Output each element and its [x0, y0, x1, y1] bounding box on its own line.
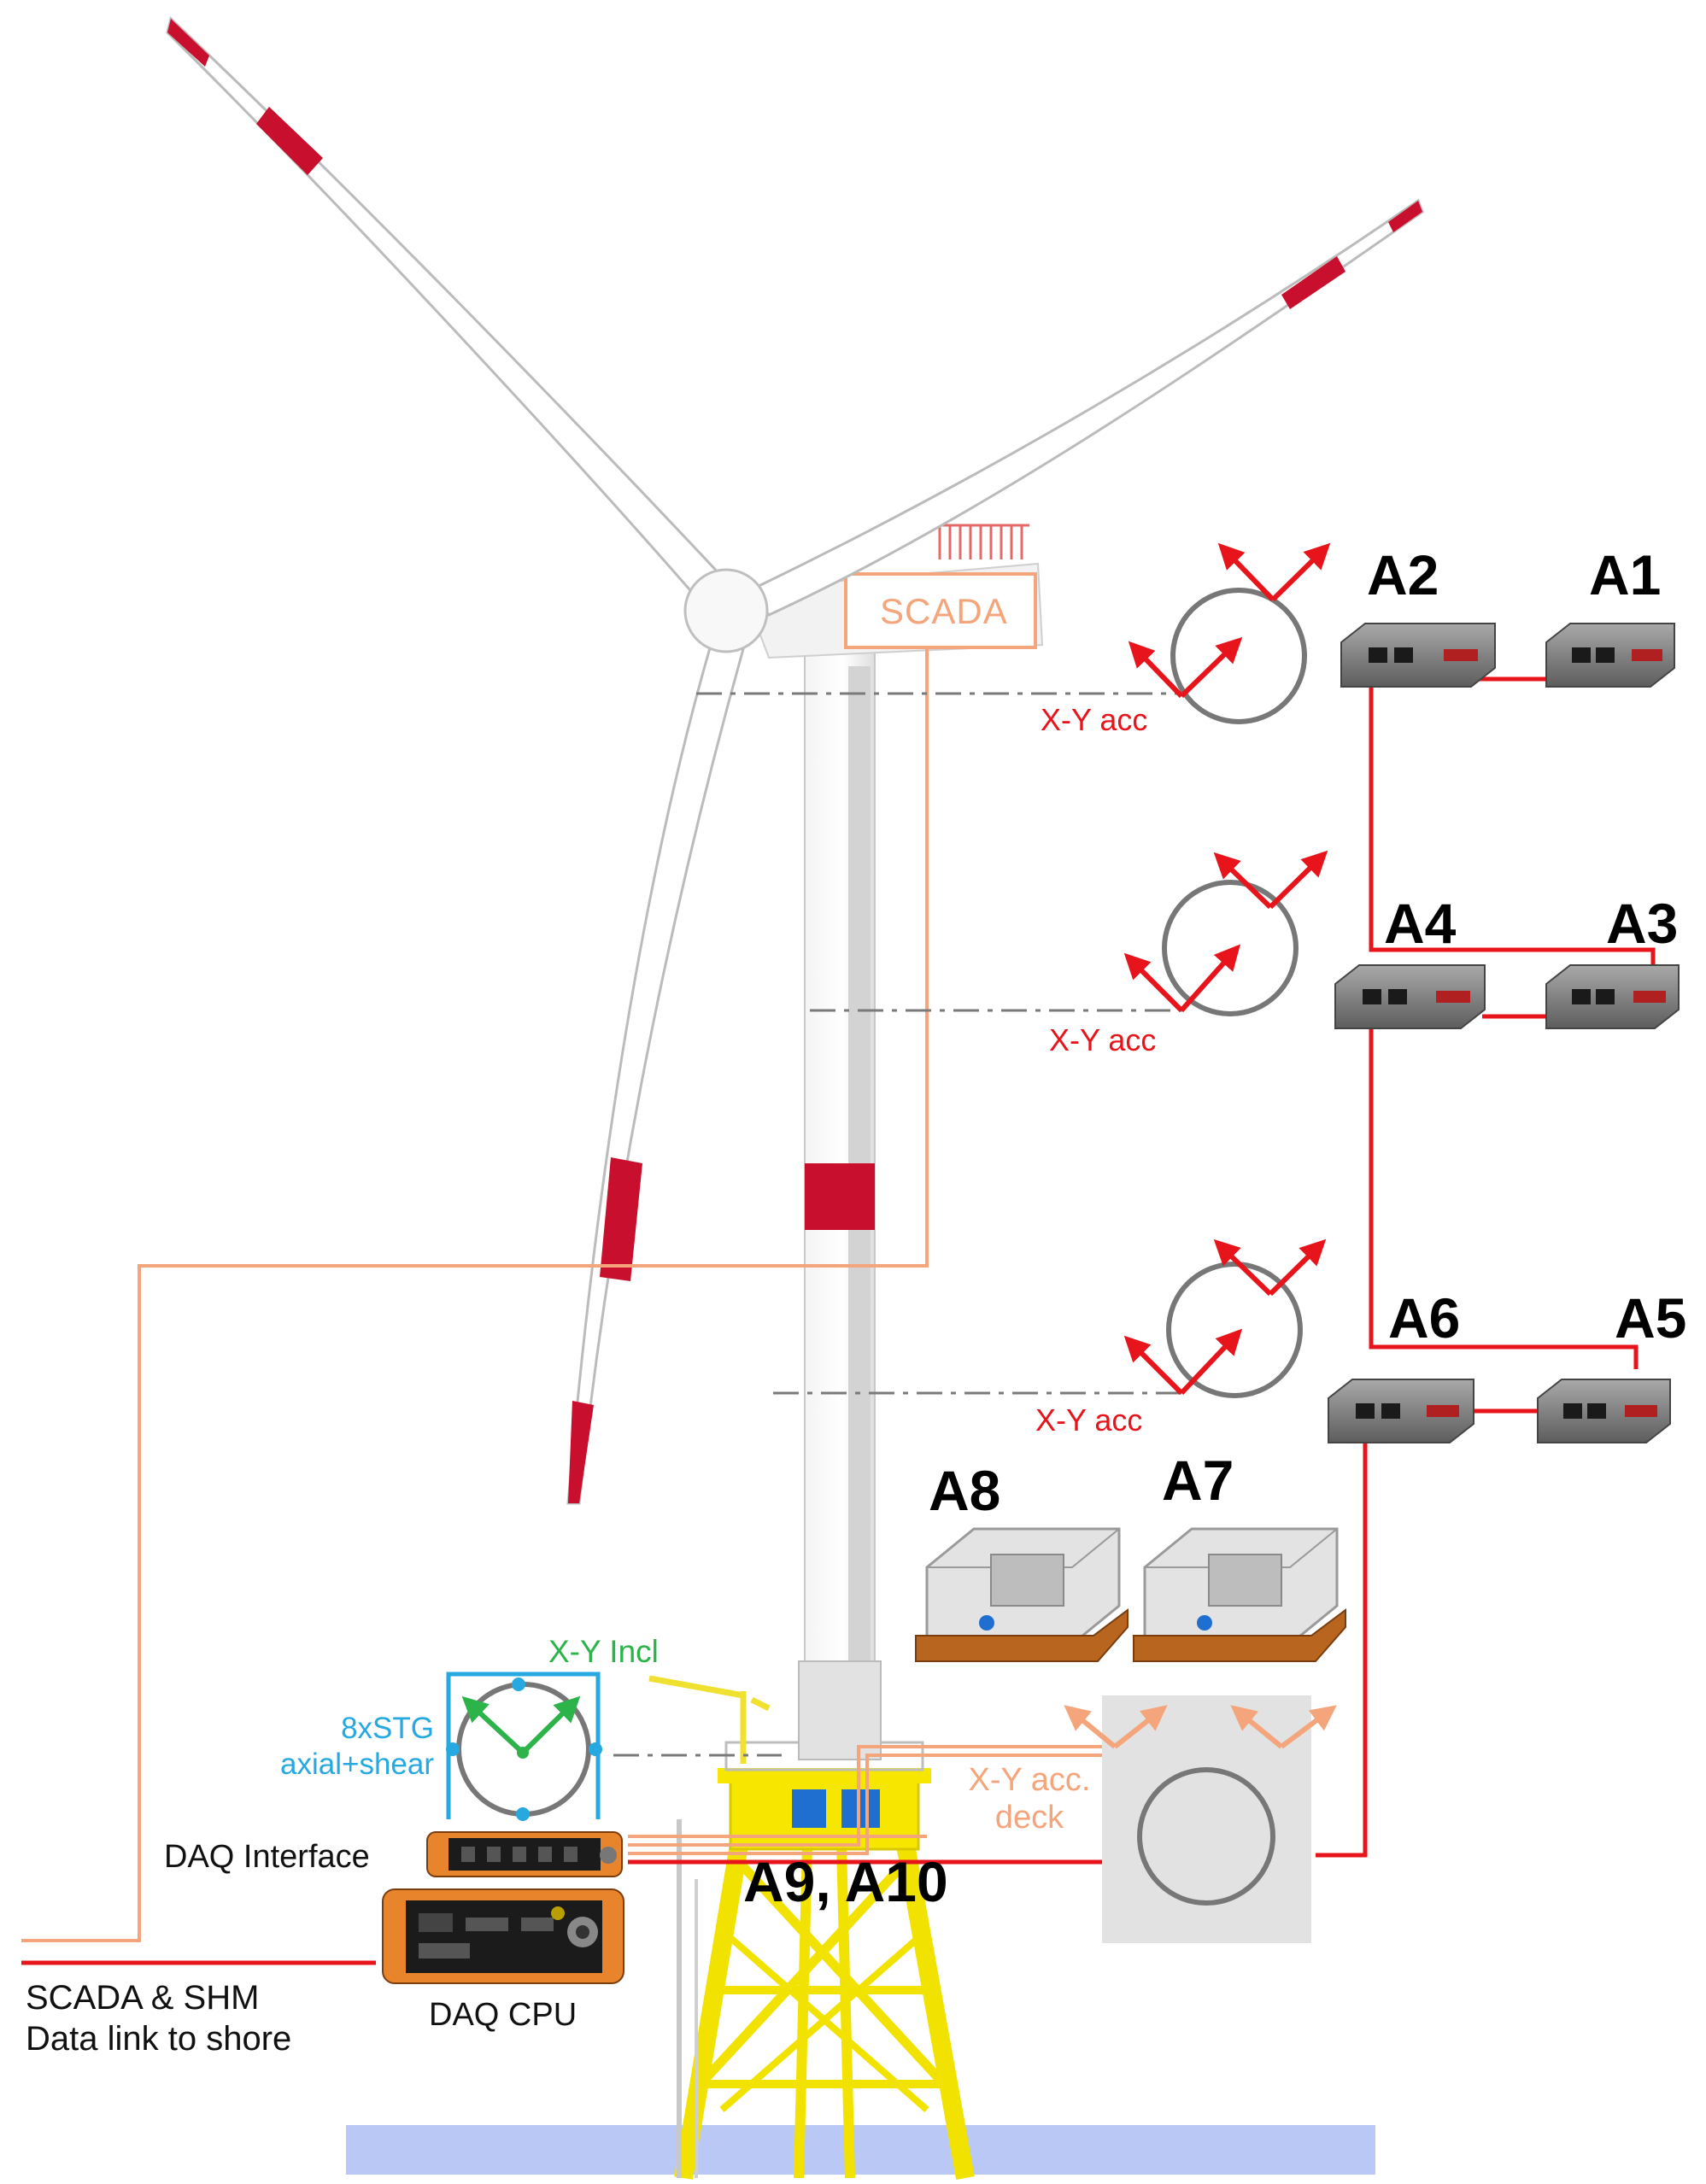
hub — [683, 568, 769, 653]
acc-level-mid — [1123, 850, 1328, 1016]
blade-lower-band — [600, 1157, 642, 1281]
sensor-label-a4: A4 — [1384, 892, 1457, 955]
daq-interface-label: DAQ Interface — [164, 1839, 370, 1875]
sea-surface — [346, 2125, 1375, 2175]
deck-accelerometer — [1064, 1695, 1337, 1943]
sensor-label-a1: A1 — [1589, 543, 1662, 606]
module-a9 — [792, 1789, 826, 1828]
blade-upper-left — [166, 16, 724, 605]
acc-label-mid: X-Y acc — [1049, 1022, 1157, 1057]
stg-label-line1: 8xSTG — [341, 1712, 434, 1745]
inclinometer-a8 — [915, 1527, 1129, 1662]
deck-acc-label-line1: X-Y acc. — [968, 1762, 1091, 1798]
blade-upper-right-tip — [1388, 201, 1422, 232]
jacket-foundation — [674, 1843, 975, 2180]
sensor-level-lines — [613, 692, 1183, 1757]
sensor-node-a3 — [1545, 964, 1680, 1029]
tower-red-band — [805, 1163, 875, 1230]
sensor-node-a5 — [1537, 1379, 1671, 1443]
shore-link-line1: SCADA & SHM — [26, 1979, 260, 2017]
sensor-node-a4 — [1334, 964, 1486, 1029]
platform-deck — [718, 1768, 931, 1783]
module-a10 — [841, 1789, 880, 1828]
blade-lower-tip — [568, 1401, 594, 1503]
sensor-label-a8: A8 — [929, 1459, 1001, 1522]
nacelle-cooler — [935, 524, 1029, 559]
sensor-label-a9-a10: A9, A10 — [743, 1850, 948, 1913]
incl-label: X-Y Incl — [548, 1634, 659, 1669]
scada-label: SCADA — [880, 591, 1008, 631]
shore-link-line2: Data link to shore — [26, 2020, 292, 2058]
stg-label: 8xSTG axial+shear — [239, 1711, 434, 1783]
sensor-node-a6 — [1328, 1379, 1474, 1443]
blade-upper-right-band — [1281, 256, 1345, 309]
sensor-label-a7: A7 — [1162, 1449, 1234, 1512]
blade-upper-left-band — [256, 107, 323, 175]
scada-cable — [21, 647, 929, 1942]
sensor-label-a5: A5 — [1615, 1286, 1687, 1350]
sensor-node-a1 — [1545, 623, 1675, 688]
daq-interface-unit — [426, 1831, 623, 1877]
shore-link-label: SCADA & SHM Data link to shore — [26, 1977, 291, 2059]
deck-acc-cables — [628, 1745, 1111, 1855]
deck-acc-label-line2: deck — [994, 1800, 1064, 1836]
sensor-label-a6: A6 — [1388, 1286, 1461, 1350]
tower-base-flange — [798, 1660, 882, 1760]
inclinometer-a7 — [1133, 1527, 1346, 1662]
acc-level-top — [1128, 542, 1331, 724]
scada-box — [844, 572, 1037, 649]
strain-incl-sensor — [446, 1672, 602, 1821]
acc-label-top: X-Y acc — [1041, 702, 1148, 737]
acc-level-low — [1123, 1238, 1327, 1398]
blade-lower — [566, 634, 745, 1505]
sensor-label-a3: A3 — [1606, 892, 1679, 955]
acc-label-low: X-Y acc — [1035, 1402, 1143, 1437]
rotor — [166, 16, 1424, 1505]
deck-acc-label: X-Y acc. deck — [953, 1761, 1106, 1836]
deck-crane — [648, 1675, 771, 1764]
blade-upper-left-tip — [167, 19, 209, 67]
daq-cpu-label: DAQ CPU — [429, 1997, 577, 2033]
sensor-label-a2: A2 — [1367, 543, 1439, 606]
stg-label-line2: axial+shear — [280, 1748, 434, 1781]
daq-cpu-unit — [382, 1888, 624, 1984]
sensor-node-a2 — [1340, 623, 1496, 688]
